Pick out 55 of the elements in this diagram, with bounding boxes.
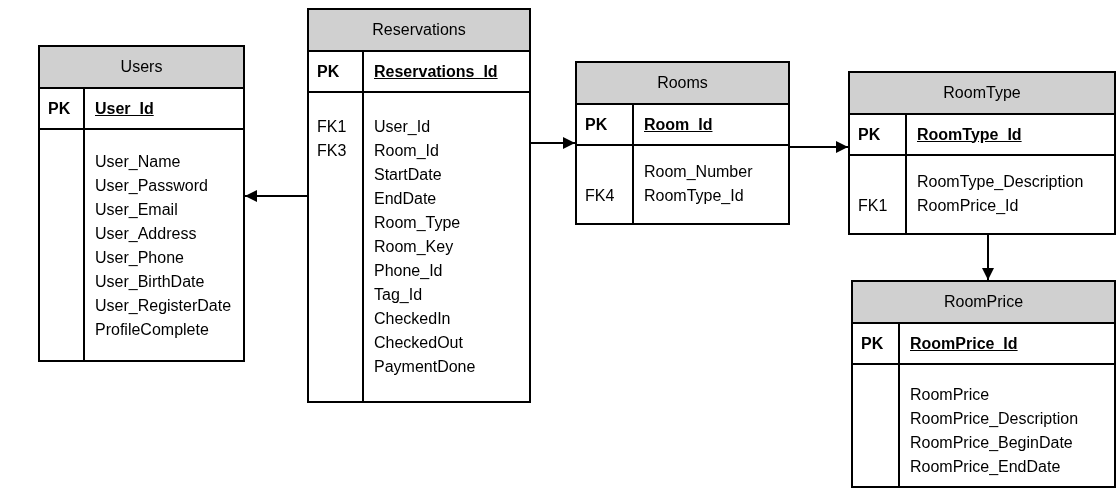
key-label: PK: [48, 98, 71, 119]
field-name: RoomType_Id: [644, 186, 745, 206]
primary-key-field: RoomType_Id: [917, 122, 1022, 147]
entity-table: [575, 61, 790, 225]
field-name: User_Email: [95, 200, 179, 220]
field-name: CheckedOut: [374, 333, 464, 353]
field-name: User_BirthDate: [95, 272, 206, 292]
table-title: Rooms: [657, 73, 708, 93]
table-title: RoomType: [943, 83, 1021, 103]
key-label: PK: [585, 114, 608, 135]
primary-key-field: RoomPrice_Id: [910, 331, 1018, 356]
table-title: Reservations: [372, 20, 466, 40]
field-name: User_RegisterDate: [95, 296, 232, 316]
field-name: Room_Key: [374, 237, 455, 257]
field-name: RoomPrice_Description: [910, 409, 1079, 429]
field-name: PaymentDone: [374, 357, 476, 377]
foreign-key-label: FK4: [585, 186, 615, 206]
foreign-key-label: FK3: [317, 141, 347, 161]
field-name: RoomPrice_EndDate: [910, 457, 1062, 477]
key-label: PK: [317, 61, 340, 82]
field-name: User_Name: [95, 152, 182, 172]
primary-key-field: User_Id: [95, 96, 154, 121]
arrow: [982, 234, 994, 281]
table-title: RoomPrice: [943, 292, 1024, 312]
field-name: RoomPrice_BeginDate: [910, 433, 1074, 453]
key-label: PK: [861, 333, 884, 354]
field-name: User_Phone: [95, 248, 185, 268]
field-name: User_Address: [95, 224, 198, 244]
primary-key-field: Reservations_Id: [374, 59, 498, 84]
entity-table: [851, 280, 1116, 488]
field-name: StartDate: [374, 165, 443, 185]
arrow: [244, 190, 308, 202]
field-name: Phone_Id: [374, 261, 444, 281]
table-title: Users: [120, 57, 163, 77]
field-name: RoomPrice_Id: [917, 196, 1020, 216]
entity-table: [38, 45, 245, 362]
foreign-key-label: FK1: [858, 196, 888, 216]
field-name: CheckedIn: [374, 309, 452, 329]
entity-table: [307, 8, 531, 403]
primary-key-field: Room_Id: [644, 112, 713, 137]
entity-table: [848, 71, 1116, 235]
field-name: Tag_Id: [374, 285, 424, 305]
arrow: [530, 137, 576, 149]
key-label: PK: [858, 124, 881, 145]
field-name: ProfileComplete: [95, 320, 210, 340]
field-name: RoomType_Description: [917, 172, 1084, 192]
field-name: EndDate: [374, 189, 438, 209]
field-name: User_Id: [374, 117, 432, 137]
field-name: Room_Number: [644, 162, 753, 182]
field-name: RoomPrice: [910, 385, 991, 405]
arrow: [789, 141, 849, 153]
foreign-key-label: FK1: [317, 117, 347, 137]
field-name: Room_Type: [374, 213, 462, 233]
field-name: User_Password: [95, 176, 209, 196]
field-name: Room_Id: [374, 141, 440, 161]
